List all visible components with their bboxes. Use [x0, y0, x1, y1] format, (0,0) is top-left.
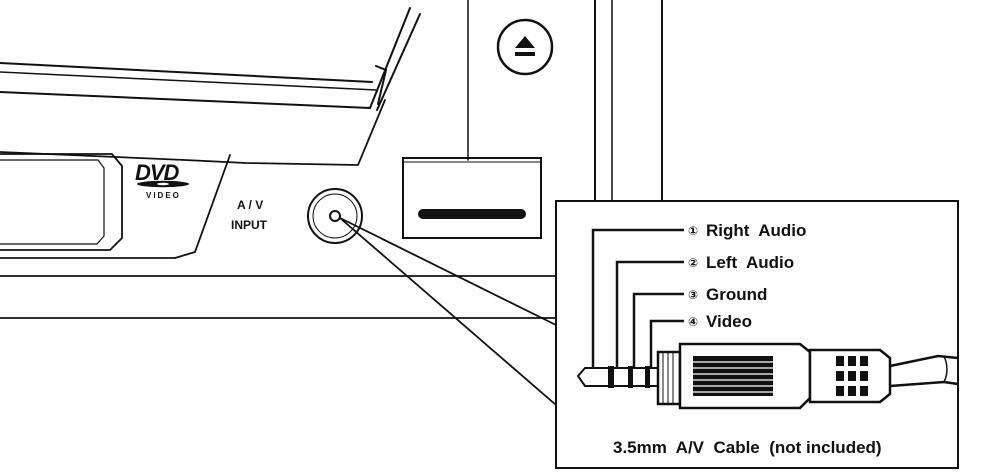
callout-pointer — [339, 217, 557, 406]
pin-label: Ground — [706, 285, 767, 304]
pin-number: ③ — [688, 288, 698, 302]
pin-label-ground: ③ Ground — [688, 285, 767, 304]
av-input-port-icon — [307, 188, 363, 244]
av-input-label-line2: INPUT — [231, 218, 268, 232]
eject-icon — [515, 36, 535, 56]
dvd-logo-text: DVD — [135, 160, 180, 185]
pin-number: ④ — [688, 315, 698, 329]
pin-label: Left Audio — [706, 253, 794, 272]
callout-caption: 3.5mm A/V Cable (not included) — [613, 438, 882, 457]
dvd-video-logo: DVD VIDEO — [135, 160, 189, 200]
dvd-logo-video-text: VIDEO — [146, 191, 181, 200]
device-panel — [0, 0, 663, 319]
disc-slot — [418, 209, 526, 219]
pin-label-video: ④ Video — [688, 312, 752, 331]
eject-button[interactable] — [496, 18, 554, 76]
pin-number: ② — [688, 256, 698, 270]
pin-label-left-audio: ② Left Audio — [688, 253, 794, 272]
callout-box — [555, 200, 959, 469]
pin-label: Video — [706, 312, 752, 331]
pin-label: Right Audio — [706, 221, 806, 240]
pin-leader-lines — [591, 228, 684, 368]
trrs-plug-icon — [576, 342, 959, 410]
av-input-label-line1: A / V — [237, 198, 263, 212]
pin-label-right-audio: ① Right Audio — [688, 221, 806, 240]
pin-number: ① — [688, 224, 698, 238]
